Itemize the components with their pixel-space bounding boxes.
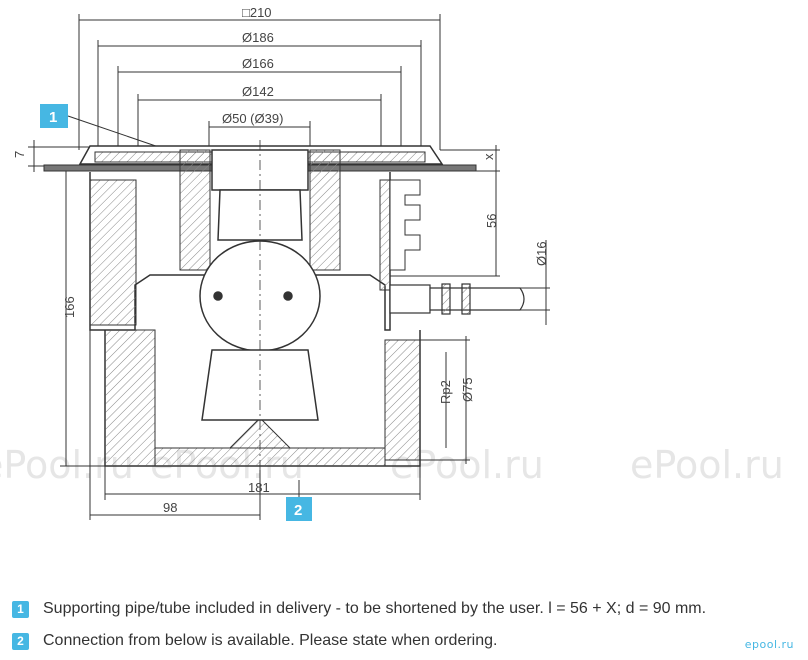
top-dimensions: [78, 14, 441, 150]
dim-d50: Ø50 (Ø39): [222, 111, 283, 126]
side-nozzle: [389, 283, 525, 315]
dim-d16: Ø16: [534, 241, 549, 266]
note-text: Connection from below is available. Plea…: [43, 632, 498, 649]
bottom-dimensions: [89, 330, 421, 520]
dim-166: 166: [62, 296, 77, 318]
note-item: 2 Connection from below is available. Pl…: [12, 628, 808, 654]
dim-d75: Ø75: [460, 377, 475, 402]
technical-drawing: ePool.ru ePool.ru ePool.ru ePool.ru □210…: [0, 5, 784, 521]
right-dimensions: [390, 145, 550, 464]
note-text: Supporting pipe/tube included in deliver…: [43, 600, 707, 617]
dim-x: x: [481, 153, 496, 160]
callout-2: 2: [286, 480, 312, 521]
side-fins: [389, 179, 421, 271]
callout-1: 1: [40, 104, 186, 157]
dim-98: 98: [163, 500, 177, 515]
note-badge: 1: [12, 600, 29, 618]
dim-7: 7: [12, 151, 27, 158]
brand-logo: epool.ru: [744, 638, 794, 651]
note-badge: 2: [12, 632, 29, 650]
dim-56: 56: [484, 214, 499, 228]
callout-2-label: 2: [294, 502, 302, 519]
wall-hatching: [89, 149, 421, 467]
dim-square-210: □210: [242, 5, 272, 20]
dim-166-lines: [60, 170, 105, 467]
note-item: 1 Supporting pipe/tube included in deliv…: [12, 596, 808, 622]
callout-1-label: 1: [49, 109, 57, 126]
dim-d186: Ø186: [242, 30, 274, 45]
notes-list: 1 Supporting pipe/tube included in deliv…: [12, 596, 808, 660]
dim-rp2: Rp2: [438, 380, 453, 404]
dim-d166: Ø166: [242, 56, 274, 71]
watermark-text: ePool.ru: [630, 443, 784, 487]
dim-181: 181: [248, 480, 270, 495]
dim-d142: Ø142: [242, 84, 274, 99]
